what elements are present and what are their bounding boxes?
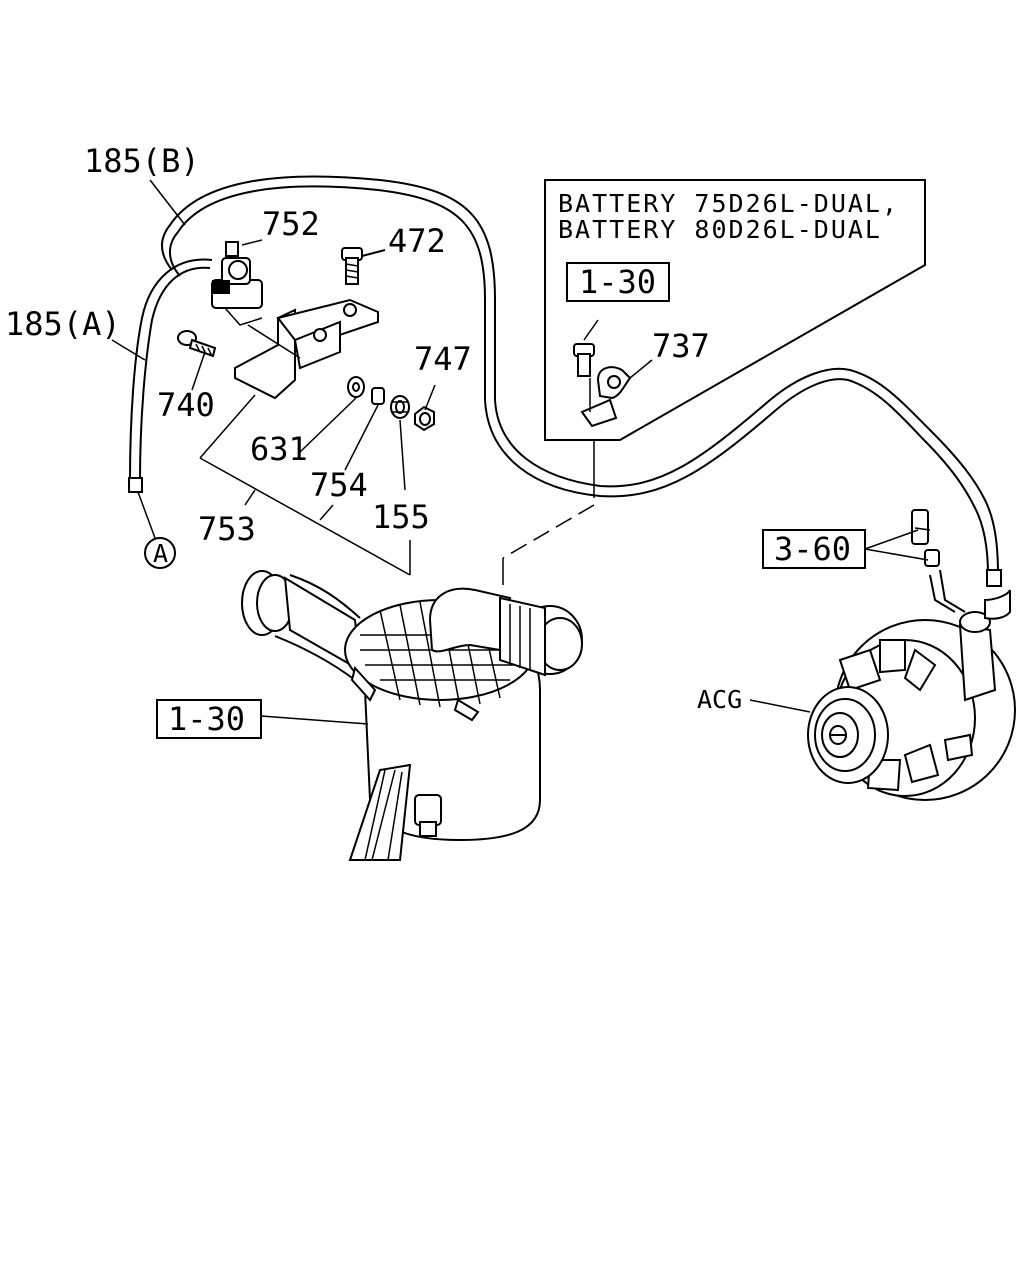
bolt-740 [177,330,217,358]
hose-185b [161,175,1002,587]
dash-leader [502,440,595,585]
hose-185b-end [986,569,1002,587]
battery-note-line1: BATTERY 75D26L-DUAL, [558,189,899,218]
callout-631: 631 [250,430,308,468]
ref-1-30-left-label: 1-30 [168,700,245,738]
battery-note-line2: BATTERY 80D26L-DUAL [558,215,882,244]
callout-185b: 185(B) [84,142,200,180]
grommet-155 [390,395,410,419]
callout-752: 752 [262,205,320,243]
ref-3-60-label: 3-60 [774,530,851,568]
callout-acg: ACG [697,685,742,714]
callout-753: 753 [198,510,256,548]
washer-631 [347,376,365,398]
ref-box-1-30-left [156,699,369,739]
hose-185a [128,258,213,493]
callout-155: 155 [372,498,430,536]
acg-leader [749,699,811,713]
callout-740: 740 [157,386,215,424]
bolt-472 [341,247,386,285]
bracket-753 [234,298,379,400]
callout-472: 472 [388,222,446,260]
nut-747 [414,405,435,432]
battery-note-box [544,179,926,441]
callout-747: 747 [414,340,472,378]
callout-754: 754 [310,466,368,504]
leader-185b [149,179,186,226]
solenoid-valve-752 [211,241,263,326]
ref-1-30-top-label: 1-30 [579,263,656,301]
ref-box-3-60 [762,529,929,569]
callout-737: 737 [652,327,710,365]
air-cleaner [241,570,583,861]
callout-185a: 185(A) [5,305,121,343]
ref-box-1-30-top-frame [566,262,670,302]
circle-a-label: A [153,539,170,568]
leader-lines-top [191,239,436,576]
collar-754 [371,387,385,405]
hose-185a-end [128,477,143,493]
alternator-acg [807,509,1016,801]
circle-a-marker [137,491,176,569]
leader-185a [111,339,146,361]
